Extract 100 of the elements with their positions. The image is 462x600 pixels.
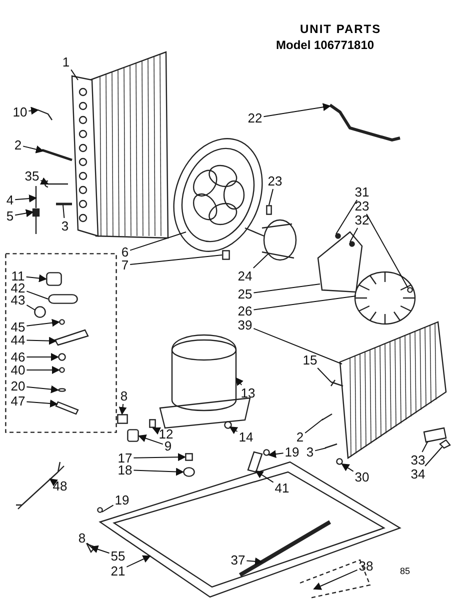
leader-line <box>252 254 268 268</box>
leader-line <box>253 284 320 294</box>
leader-line <box>26 399 58 408</box>
callout-number: 3 <box>61 220 69 232</box>
callout-number: 42 <box>10 282 26 294</box>
leader-line <box>26 304 36 310</box>
callout-number: 18 <box>118 464 132 476</box>
callout-number: 43 <box>10 294 26 306</box>
leader-line <box>118 404 127 415</box>
callout-number: 2 <box>296 430 304 444</box>
screw <box>97 507 103 513</box>
callout-number: 20 <box>10 380 26 392</box>
grommet <box>183 467 195 477</box>
leader-line <box>26 274 47 282</box>
gasket <box>149 419 156 428</box>
leader-line <box>130 232 186 251</box>
leader-line <box>40 177 49 184</box>
capacitor-cover <box>34 306 46 318</box>
leader-line <box>341 463 354 472</box>
nut <box>58 353 66 361</box>
leader-line <box>314 448 326 452</box>
leader-line <box>26 366 60 374</box>
callout-number: 47 <box>10 394 26 408</box>
callout-number: 48 <box>52 480 68 492</box>
callout-number: 1 <box>62 56 70 68</box>
page-code: 85 <box>400 566 410 576</box>
model-number: Model 106771810 <box>276 38 374 52</box>
screw <box>263 449 270 456</box>
callout-number: 22 <box>248 112 262 124</box>
callout-number: 6 <box>121 246 129 258</box>
tube-elbow <box>45 179 71 189</box>
relay <box>46 272 62 286</box>
callout-number: 9 <box>164 440 172 452</box>
leader-line <box>350 228 358 242</box>
screw <box>407 287 413 293</box>
callout-number: 17 <box>118 452 132 464</box>
callout-number: 33 <box>410 454 426 466</box>
callout-number: 14 <box>238 430 254 444</box>
leader-line <box>229 426 238 434</box>
leader-line <box>126 555 151 568</box>
callout-number: 3 <box>306 446 314 458</box>
washer <box>58 388 66 392</box>
leader-line <box>304 418 324 434</box>
clip <box>336 458 343 465</box>
callout-number: 21 <box>110 564 126 578</box>
leader-line <box>22 145 44 154</box>
callout-number: 24 <box>238 270 252 282</box>
leader-line <box>336 200 358 234</box>
leader-line <box>263 103 331 118</box>
leader-line <box>62 204 65 218</box>
callout-number: 35 <box>24 170 40 182</box>
leader-line <box>14 209 34 218</box>
leader-line <box>246 557 263 566</box>
callout-number: 8 <box>120 390 128 402</box>
capacitor <box>48 294 78 304</box>
leader-line <box>26 336 57 345</box>
nut <box>349 241 355 247</box>
leader-line <box>268 450 284 458</box>
callout-number: 7 <box>121 258 129 272</box>
callout-number: 55 <box>110 550 126 562</box>
shroud-bracket <box>222 250 230 260</box>
blower-wheel <box>353 270 417 326</box>
leader-line <box>26 353 59 361</box>
leader-line <box>422 440 428 452</box>
leader-line <box>133 468 184 476</box>
screw <box>335 233 341 239</box>
capillary-tube <box>33 184 39 210</box>
cover <box>127 429 139 442</box>
leader-line <box>152 427 162 435</box>
callout-number: 12 <box>158 428 174 440</box>
callout-number: 37 <box>230 554 246 566</box>
callout-number: 2 <box>14 138 22 152</box>
callout-number: 15 <box>302 354 318 366</box>
leader-line <box>28 106 39 115</box>
callout-number: 40 <box>10 364 26 376</box>
leader-line <box>317 368 332 382</box>
callout-number: 44 <box>10 334 26 346</box>
callout-number: 25 <box>238 288 252 300</box>
leader-line <box>253 328 342 364</box>
callout-number: 4 <box>6 194 14 206</box>
screw <box>59 367 65 373</box>
leader-line <box>26 318 60 327</box>
clip <box>438 438 451 450</box>
grille-piece <box>423 426 447 444</box>
leader-line <box>255 470 274 483</box>
terminal-cover <box>117 414 128 424</box>
callout-number: 38 <box>358 560 374 572</box>
dashed-group-box <box>5 253 117 433</box>
callout-number: 46 <box>10 350 26 364</box>
leader-line <box>268 188 274 206</box>
leader-line <box>253 296 356 310</box>
leader-line <box>70 69 78 80</box>
callout-number: 10 <box>12 106 28 118</box>
leader-line <box>26 290 48 300</box>
callout-number: 32 <box>354 214 370 226</box>
callout-number: 13 <box>240 386 256 400</box>
leader-line <box>14 194 37 203</box>
leader-line <box>90 545 110 554</box>
leader-line <box>133 453 186 462</box>
leader-line <box>102 504 114 512</box>
